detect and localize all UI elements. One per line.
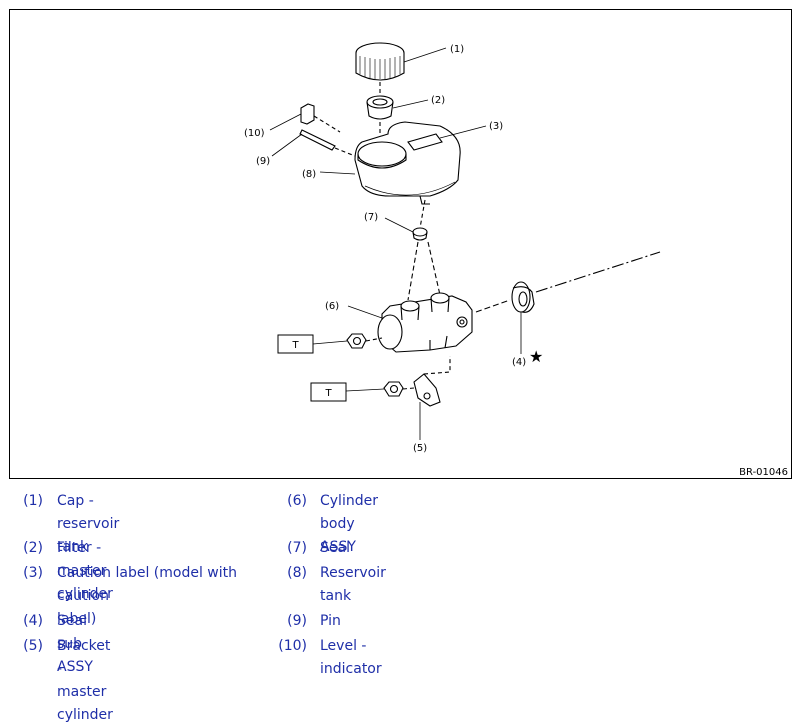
- reference-code: BR-01046: [739, 467, 788, 478]
- seal-sub-assy: [511, 281, 535, 313]
- callout-9: (9): [256, 156, 270, 167]
- pin: [299, 129, 356, 157]
- level-indicator: [300, 103, 341, 133]
- nut-upper: [346, 333, 383, 349]
- seal: [412, 227, 428, 241]
- callout-1: (1): [450, 44, 464, 55]
- torque-box-lower: [310, 382, 347, 402]
- exploded-diagram: T T (1) (2) (3) (10) (9) (8) (7) (6) (4)…: [9, 9, 792, 479]
- callout-6: (6): [325, 301, 339, 312]
- torque-label-upper: T: [291, 340, 299, 351]
- callout-7: (7): [364, 212, 378, 223]
- nut-lower: [383, 381, 415, 397]
- reservoir-tank: [354, 121, 461, 205]
- callout-4: (4): [512, 357, 526, 368]
- filter-master-cylinder: [366, 95, 394, 120]
- callout-10: (10): [244, 128, 265, 139]
- diagram-svg: T T (1) (2) (3) (10) (9) (8) (7) (6) (4)…: [244, 42, 788, 478]
- cylinder-body-assy: [377, 292, 473, 353]
- torque-box-upper: [277, 334, 314, 354]
- callout-3: (3): [489, 121, 503, 132]
- cap-reservoir-tank: [355, 42, 405, 81]
- torque-label-lower: T: [324, 388, 332, 399]
- star-icon: ★: [529, 347, 543, 366]
- callout-8: (8): [302, 169, 316, 180]
- callout-5: (5): [413, 443, 427, 454]
- callout-2: (2): [431, 95, 445, 106]
- bracket-master-cylinder: [413, 356, 451, 407]
